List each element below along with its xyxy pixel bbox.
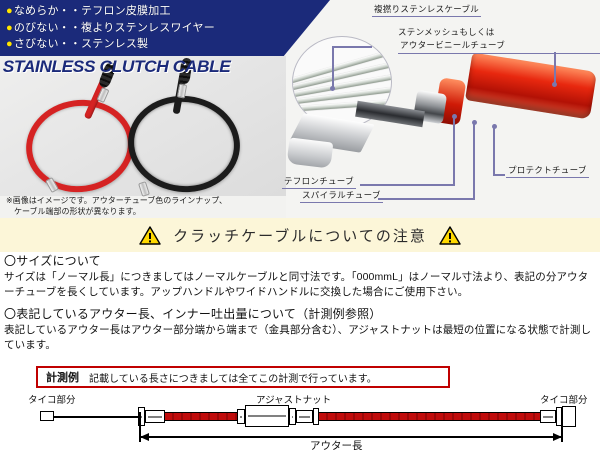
callout-node-spiral	[472, 120, 477, 125]
callout-mesh-or-vinyl-tube: ステンメッシュもしくは アウタービニールチューブ	[398, 26, 600, 54]
measure-label-left-nipple: タイコ部分	[28, 395, 76, 406]
callout-node-multi-strand	[330, 86, 335, 91]
warning-banner: クラッチケーブルについての注意	[0, 218, 600, 252]
callout-node-teflon	[452, 114, 457, 119]
section-heading-outer-length: 〇表記しているアウター長、インナー吐出量について（計測例参照）	[4, 307, 382, 321]
callout-leader-teflon-h	[360, 184, 455, 186]
callout-label-line2: アウタービニールチューブ	[398, 39, 600, 54]
right-nipple	[562, 406, 576, 427]
callout-leader-mesh-v	[554, 52, 556, 84]
callout-label-line1: ステンメッシュもしくは	[398, 27, 495, 37]
callout-teflon-tube: テフロンチューブ	[282, 176, 356, 189]
product-photo-background	[0, 56, 286, 196]
outer-cable-left-run	[165, 412, 237, 421]
disclaimer-line-2: ケーブル端部の形状が異なります。	[14, 206, 141, 216]
image-disclaimer: ※画像はイメージです。アウターチューブ色のラインナップ、 ケーブル端部の形状が異…	[6, 196, 286, 217]
feature-item-no-stretch: のびない・・複よりステンレスワイヤー	[6, 20, 330, 37]
measure-label-adjust-nut: アジャストナット	[256, 395, 332, 406]
measurement-diagram: タイコ部分 アジャストナット タイコ部分 アウター長	[0, 392, 600, 450]
cable-end-head	[286, 137, 334, 169]
warning-title: クラッチケーブルについての注意	[173, 227, 427, 245]
callout-leader-protect-v	[493, 126, 495, 174]
callout-multi-strand-cable: 複撚りステンレスケーブル	[372, 4, 482, 17]
adjuster-collar-c	[313, 408, 319, 425]
callout-protect-tube: プロテクトチューブ	[506, 165, 589, 178]
warning-triangle-icon	[439, 225, 461, 245]
callout-spiral-tube: スパイラルチューブ	[300, 190, 383, 203]
outer-cable-right-run	[319, 412, 540, 421]
product-panel: なめらか・・テフロン皮膜加工 のびない・・複よりステンレスワイヤー さびない・・…	[0, 0, 600, 218]
adjuster-collar-a	[237, 409, 245, 424]
dimension-label-outer-length: アウター長	[310, 440, 363, 450]
callout-label: 複撚りステンレスケーブル	[372, 4, 482, 17]
adjuster-collar-b	[289, 408, 296, 425]
body-text: 〇サイズについて サイズは「ノーマル長」につきましてはノーマルケーブルと同寸法で…	[0, 252, 600, 358]
inner-wire-left	[52, 415, 138, 418]
callout-leader-multi-strand-h	[332, 46, 372, 48]
feature-headline-band: なめらか・・テフロン皮膜加工 のびない・・複よりステンレスワイヤー さびない・・…	[0, 0, 330, 56]
callout-leader-teflon-v	[453, 116, 455, 184]
feature-item-smooth: なめらか・・テフロン皮膜加工	[6, 3, 330, 20]
callout-leader-spiral-h	[378, 198, 475, 200]
dimension-arrow-left	[140, 433, 149, 441]
section-body-outer-length: 表記しているアウター長はアウター部分端から端まで（金具部分含む）、アジャストナッ…	[4, 324, 592, 351]
callout-label: プロテクトチューブ	[506, 165, 589, 178]
dimension-tick-left	[139, 412, 141, 442]
measure-label-right-nipple: タイコ部分	[540, 395, 588, 406]
left-nipple	[40, 411, 54, 421]
adjust-nut-body	[245, 405, 289, 427]
callout-leader-multi-strand-v	[332, 46, 334, 88]
dimension-tick-right	[561, 412, 563, 442]
callout-label: スパイラルチューブ	[300, 190, 383, 203]
disclaimer-line-1: ※画像はイメージです。アウターチューブ色のラインナップ、	[6, 196, 228, 205]
dimension-line	[140, 436, 562, 438]
dimension-arrow-right	[553, 433, 562, 441]
product-wordmark: STAINLESS CLUTCH CABLE	[2, 57, 231, 76]
callout-leader-protect-h	[493, 174, 505, 176]
measurement-example-box: 計測例 記載している長さにつきましては全てこの計測で行っています。	[36, 366, 450, 388]
example-box-label: 計測例	[46, 372, 79, 384]
adjuster-lock-nut	[296, 410, 313, 423]
example-box-description: 記載している長さにつきましては全てこの計測で行っています。	[89, 373, 377, 385]
callout-node-mesh-tube	[552, 82, 557, 87]
left-outer-fitting	[145, 410, 165, 423]
right-outer-fitting	[540, 410, 556, 423]
callout-leader-spiral-v	[473, 122, 475, 198]
section-body-size: サイズは「ノーマル長」につきましてはノーマルケーブルと同寸法です。「000mmL…	[4, 271, 589, 298]
section-heading-size: 〇サイズについて	[4, 254, 101, 268]
feature-list: なめらか・・テフロン皮膜加工 のびない・・複よりステンレスワイヤー さびない・・…	[0, 0, 330, 53]
warning-triangle-icon	[139, 225, 161, 245]
callout-node-protect	[492, 124, 497, 129]
callout-label: テフロンチューブ	[282, 176, 356, 189]
feature-item-rustproof: さびない・・ステンレス製	[6, 36, 330, 53]
